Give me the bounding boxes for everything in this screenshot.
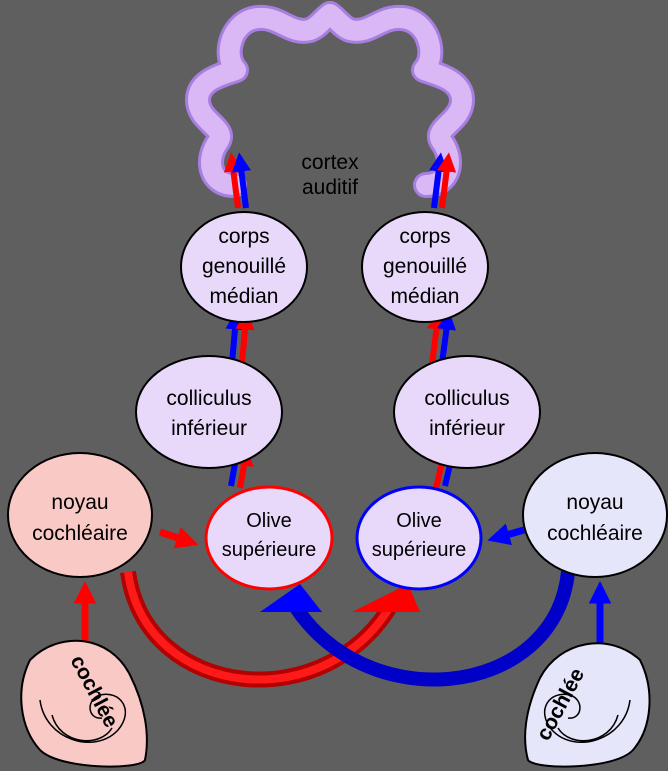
left-mgn-line3: médian — [184, 282, 304, 312]
left-nucleus-olive-arrow — [160, 532, 190, 542]
right-nucleus-label: noyau cochléaire — [520, 487, 668, 549]
left-olive-line1: Olive — [204, 507, 334, 536]
right-olive-line1: Olive — [354, 507, 484, 536]
left-ic-line2: inférieur — [139, 414, 279, 444]
right-mgn-line1: corps — [365, 222, 485, 252]
right-cochlea-shape — [525, 643, 649, 766]
right-mgn-label: corps genouillé médian — [365, 222, 485, 312]
right-ic-line2: inférieur — [397, 414, 537, 444]
cortex-label: cortex auditif — [280, 150, 380, 200]
crossing-fibers — [128, 572, 568, 680]
left-mgn-line1: corps — [184, 222, 304, 252]
right-mgn-line3: médian — [365, 282, 485, 312]
left-olive-line2: supérieure — [204, 536, 334, 565]
left-nucleus-label: noyau cochléaire — [5, 487, 155, 549]
right-ic-label: colliculus inférieur — [397, 384, 537, 444]
right-ic-line1: colliculus — [397, 384, 537, 414]
left-ic-label: colliculus inférieur — [139, 384, 279, 444]
left-ic-line1: colliculus — [139, 384, 279, 414]
right-olive-line2: supérieure — [354, 536, 484, 565]
right-nucleus-line1: noyau — [520, 487, 668, 518]
left-nucleus-line2: cochléaire — [5, 518, 155, 549]
right-mgn-line2: genouillé — [365, 252, 485, 282]
left-nucleus-line1: noyau — [5, 487, 155, 518]
left-mgn-label: corps genouillé médian — [184, 222, 304, 312]
left-olive-label: Olive supérieure — [204, 507, 334, 565]
right-olive-label: Olive supérieure — [354, 507, 484, 565]
left-mgn-line2: genouillé — [184, 252, 304, 282]
right-nucleus-line2: cochléaire — [520, 518, 668, 549]
cortex-label-line1: cortex — [280, 150, 380, 175]
cortex-label-line2: auditif — [280, 175, 380, 200]
